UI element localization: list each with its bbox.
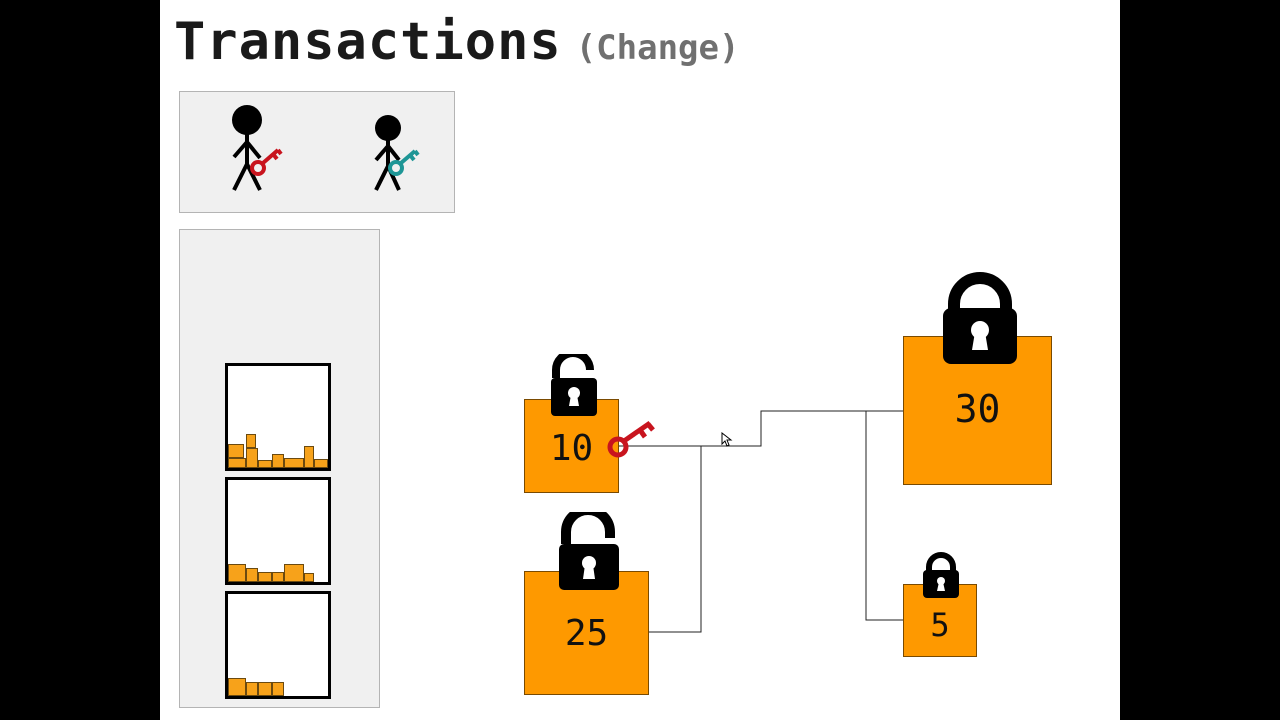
transaction-bar — [284, 458, 304, 468]
user-teal-key — [374, 115, 420, 191]
transaction-bar — [272, 454, 284, 468]
key-red-icon — [250, 148, 283, 176]
user-red-key — [232, 105, 283, 191]
coin-25: 25 — [524, 571, 649, 695]
transaction-bar — [246, 448, 258, 468]
connector-25-to-junction — [649, 446, 702, 633]
transaction-bar — [258, 682, 272, 696]
stick-figure-icon — [232, 105, 262, 191]
transaction-bar — [284, 564, 304, 582]
block-1 — [225, 363, 331, 471]
padlock-locked-icon — [923, 552, 959, 598]
coin-25-value: 25 — [564, 612, 609, 654]
transaction-bar — [258, 572, 272, 582]
transaction-bar — [246, 682, 258, 696]
transaction-bar — [304, 446, 314, 468]
key-teal-icon — [388, 149, 420, 176]
title-main: Transactions — [174, 12, 562, 72]
transaction-bar — [228, 564, 246, 582]
page-title: Transactions (Change) — [174, 12, 739, 72]
users-panel — [179, 91, 455, 213]
transaction-bar — [272, 572, 284, 582]
padlock-unlocked-icon — [559, 512, 619, 590]
transaction-bar — [228, 458, 246, 468]
transaction-bar — [258, 460, 272, 468]
transaction-bar — [314, 459, 328, 468]
padlock-locked-icon — [943, 272, 1017, 364]
slide: Transactions (Change) — [160, 0, 1120, 720]
block-3 — [225, 591, 331, 699]
coin-10-value: 10 — [549, 427, 594, 469]
title-subtitle: (Change) — [575, 28, 740, 68]
transaction-bar — [228, 678, 246, 696]
transaction-bar — [246, 434, 256, 448]
coin-30-value: 30 — [954, 386, 1001, 431]
blockchain-panel — [179, 229, 380, 708]
mouse-cursor-icon — [721, 432, 733, 447]
transaction-bar — [246, 568, 258, 582]
coin-5-value: 5 — [930, 605, 950, 644]
block-2 — [225, 477, 331, 585]
transaction-bar — [272, 682, 284, 696]
coin-10: 10 — [524, 399, 619, 493]
transaction-bar — [228, 444, 244, 458]
stick-figure-icon — [374, 115, 401, 191]
transaction-bar — [304, 573, 314, 582]
coin-5: 5 — [903, 584, 977, 657]
padlock-unlocked-icon — [551, 354, 597, 416]
key-red-icon — [607, 420, 655, 458]
connector-to-5 — [865, 411, 903, 621]
